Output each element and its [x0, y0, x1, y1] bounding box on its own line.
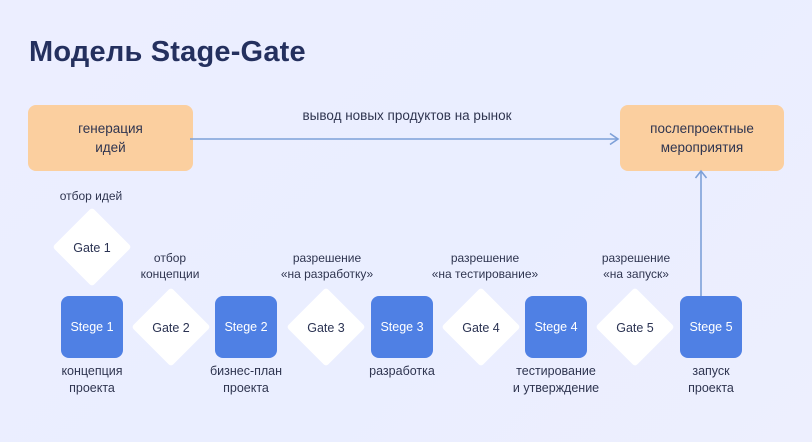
gate-4-caption-line2: «на тестирование»: [431, 267, 539, 281]
gate-5-caption: разрешение «на запуск»: [572, 250, 700, 282]
gate-4-caption-line1: разрешение: [450, 251, 520, 265]
terminal-start-line2: идей: [95, 140, 126, 155]
stage-2-box[interactable]: Stege 2: [215, 296, 277, 358]
stage-3-box[interactable]: Stege 3: [371, 296, 433, 358]
stage-2-caption: бизнес-план проекта: [186, 363, 306, 397]
gate-3-caption-line1: разрешение: [292, 251, 362, 265]
gate-1-caption-line1: отбор идей: [59, 189, 123, 203]
stage-3-caption: разработка: [342, 363, 462, 380]
gate-4-label: Gate 4: [462, 321, 500, 335]
terminal-end-text: послепроектные мероприятия: [650, 119, 754, 157]
stage-1-caption-line1: концепция: [61, 364, 123, 378]
terminal-end-line1: послепроектные: [650, 121, 754, 136]
gate-1-caption: отбор идей: [36, 188, 146, 204]
stage-4-caption-line1: тестирование: [516, 364, 596, 378]
terminal-box-idea-generation[interactable]: генерация идей: [28, 105, 193, 171]
stage-1-caption: концепция проекта: [32, 363, 152, 397]
gate-3-caption-line2: «на разработку»: [280, 267, 374, 281]
terminal-box-post-project[interactable]: послепроектные мероприятия: [620, 105, 784, 171]
stage-5-caption: запуск проекта: [651, 363, 771, 397]
gate-1-label: Gate 1: [73, 241, 111, 255]
page-title: Модель Stage-Gate: [29, 36, 306, 68]
gate-4-caption: разрешение «на тестирование»: [410, 250, 560, 282]
terminal-start-text: генерация идей: [78, 119, 143, 157]
gate-2-caption-line1: отбор: [153, 251, 187, 265]
gate-5-label: Gate 5: [616, 321, 654, 335]
stage-3-label: Stege 3: [380, 320, 424, 334]
stage-1-box[interactable]: Stege 1: [61, 296, 123, 358]
stage-5-caption-line2: проекта: [688, 381, 734, 395]
stage-5-box[interactable]: Stege 5: [680, 296, 742, 358]
gate-5-caption-line1: разрешение: [601, 251, 671, 265]
terminal-start-line1: генерация: [78, 121, 143, 136]
stage-1-label: Stege 1: [70, 320, 114, 334]
stage-2-label: Stege 2: [224, 320, 268, 334]
stage-3-caption-line1: разработка: [369, 364, 435, 378]
flow-arrow-label: вывод новых продуктов на рынок: [302, 108, 512, 123]
gate-2-caption-line2: концепции: [140, 267, 200, 281]
stage-4-caption: тестирование и утверждение: [496, 363, 616, 397]
flow-arrow-horizontal-icon: [190, 132, 620, 146]
gate-3-label: Gate 3: [307, 321, 345, 335]
terminal-end-line2: мероприятия: [660, 140, 744, 155]
gate-2-caption: отбор концепции: [115, 250, 225, 282]
gate-5-caption-line2: «на запуск»: [603, 267, 669, 281]
gate-2-label: Gate 2: [152, 321, 190, 335]
stage-4-caption-line2: и утверждение: [512, 381, 600, 395]
stage-2-caption-line1: бизнес-план: [209, 364, 283, 378]
stage-4-box[interactable]: Stege 4: [525, 296, 587, 358]
stage-1-caption-line2: проекта: [69, 381, 115, 395]
flow-arrow-vertical-icon: [694, 169, 708, 301]
gate-3-caption: разрешение «на разработку»: [262, 250, 392, 282]
stage-4-label: Stege 4: [534, 320, 578, 334]
stage-5-caption-line1: запуск: [692, 364, 730, 378]
stage-5-label: Stege 5: [689, 320, 733, 334]
stage-2-caption-line2: проекта: [223, 381, 269, 395]
